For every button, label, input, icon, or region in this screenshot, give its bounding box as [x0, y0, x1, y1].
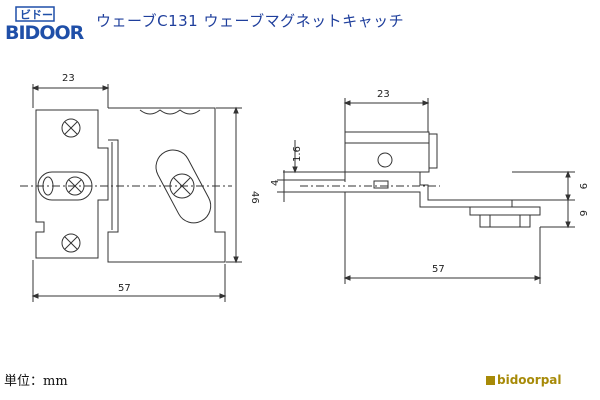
screw-bottom [61, 233, 81, 253]
brand-name: bidoorpal [497, 373, 562, 387]
brand-icon [486, 376, 495, 385]
brand-mark: bidoorpal [486, 373, 562, 387]
magnet-roller [377, 152, 393, 168]
bracket-plate [35, 109, 109, 259]
label-side-9: 9 [577, 183, 588, 189]
label-side-6: 6 [577, 210, 588, 216]
label-front-23: 23 [62, 73, 75, 84]
side-view [277, 98, 575, 284]
label-side-1-6: 1.6 [292, 146, 303, 162]
unit-label: 単位：mm [4, 374, 68, 389]
screw-top [61, 118, 81, 138]
svg-text:BIDOOR: BIDOOR [5, 22, 85, 42]
strike-plate [479, 214, 531, 228]
side-bracket [345, 171, 513, 208]
label-side-57: 57 [432, 264, 445, 275]
magnet-body [107, 107, 226, 263]
label-side-4: 4 [270, 180, 281, 186]
oval-slot [155, 149, 212, 224]
front-view [20, 84, 242, 302]
svg-text:ビドー: ビドー [20, 8, 53, 22]
label-front-57: 57 [118, 283, 131, 294]
page-title: ウェーブC131 ウェーブマグネットキャッチ [96, 12, 405, 30]
wave-top [139, 109, 201, 115]
magnet-housing [344, 131, 430, 173]
label-side-23: 23 [377, 89, 390, 100]
bidoor-logo: ビドー BIDOOR [4, 6, 86, 44]
label-front-46: 46 [249, 191, 260, 204]
